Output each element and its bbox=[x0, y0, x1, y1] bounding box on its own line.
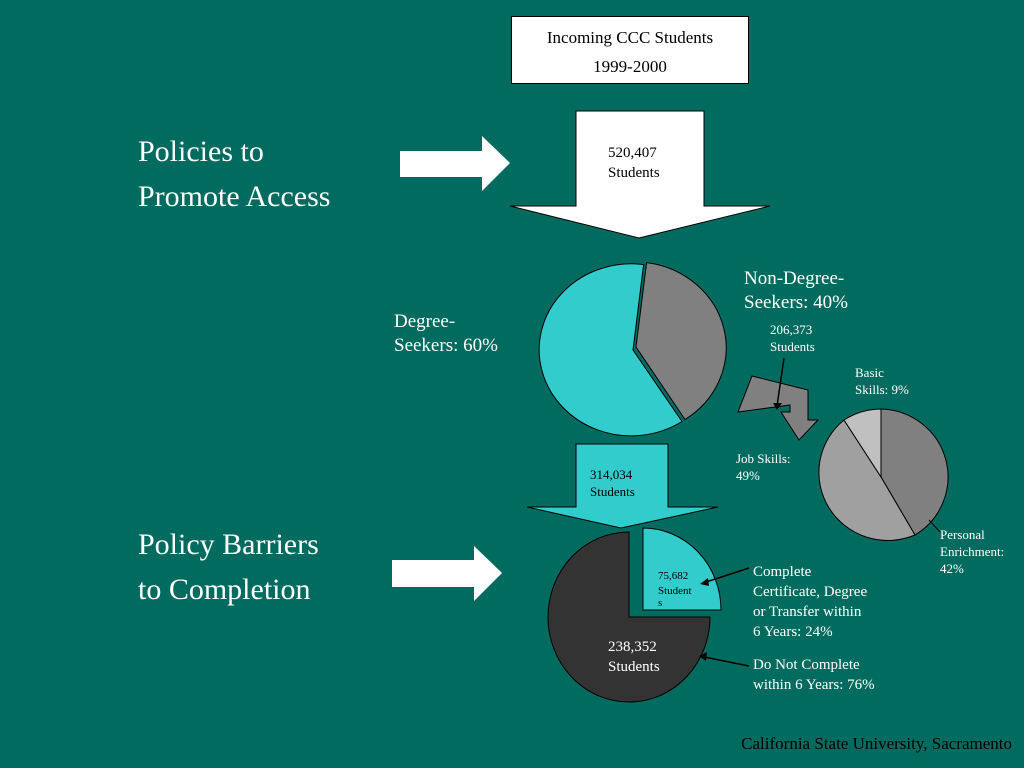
degree-arrow bbox=[526, 443, 719, 529]
access-label: Policies to Promote Access bbox=[138, 135, 331, 213]
barriers-label: Policy Barriers to Completion bbox=[138, 528, 319, 606]
not-complete-count: 238,352 Students bbox=[608, 639, 660, 675]
degree-count: 314,034 Students bbox=[590, 467, 635, 499]
job-skills-label: Job Skills: 49% bbox=[736, 451, 791, 483]
title-line1: Incoming CCC Students bbox=[546, 28, 714, 47]
degree-seekers-label: Degree- Seekers: 60% bbox=[394, 311, 498, 356]
not-complete-slice bbox=[547, 531, 711, 703]
complete-label: Complete Certificate, Degree or Transfer… bbox=[753, 564, 868, 640]
not-complete-label: Do Not Complete within 6 Years: 76% bbox=[753, 657, 875, 693]
title-line2: 1999-2000 bbox=[593, 57, 667, 76]
completion-pie bbox=[547, 527, 722, 703]
basic-slice bbox=[843, 408, 882, 479]
degree-slice bbox=[538, 263, 683, 437]
non-degree-slice bbox=[635, 262, 727, 421]
non-degree-pointer bbox=[776, 357, 785, 407]
complete-slice bbox=[642, 527, 722, 611]
non-degree-arrow bbox=[737, 375, 820, 441]
title-box: Incoming CCC Students 1999-2000 bbox=[511, 16, 749, 84]
barriers-arrow bbox=[392, 546, 502, 601]
access-arrow bbox=[400, 136, 510, 191]
basic-skills-label: Basic Skills: 9% bbox=[855, 365, 909, 397]
personal-enrichment-label: Personal Enrichment: 42% bbox=[940, 527, 1005, 576]
total-students-count: 520,407 Students bbox=[608, 145, 660, 181]
non-degree-breakdown-pie bbox=[818, 408, 949, 541]
degree-pie bbox=[538, 262, 727, 437]
total-students-arrow bbox=[509, 110, 771, 239]
complete-count: 75,682 Student s bbox=[658, 570, 692, 609]
footer: California State University, Sacramento bbox=[741, 734, 1012, 753]
non-degree-seekers-label: Non-Degree- Seekers: 40% bbox=[744, 268, 848, 313]
job-slice bbox=[818, 419, 916, 541]
non-degree-count: 206,373 Students bbox=[770, 322, 815, 354]
